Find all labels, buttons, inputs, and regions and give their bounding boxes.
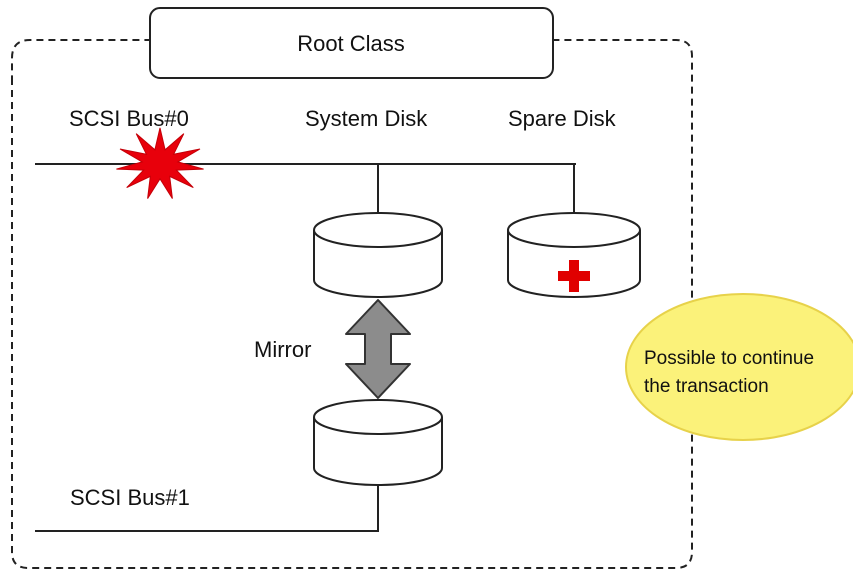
mirror-label: Mirror <box>254 337 311 362</box>
scsi-bus1-label: SCSI Bus#1 <box>70 485 190 510</box>
root-class-box: Root Class <box>149 7 554 79</box>
root-class-label: Root Class <box>297 31 405 56</box>
system-disk-label: System Disk <box>305 106 428 131</box>
callout-line1: Possible to continue <box>644 348 814 369</box>
callout-line2: the transaction <box>644 376 769 397</box>
scsi-bus0-label: SCSI Bus#0 <box>69 106 189 131</box>
system-disk-cylinder <box>313 212 443 298</box>
status-callout-bubble <box>625 293 853 441</box>
failure-burst-icon <box>116 127 204 199</box>
spare-disk-label: Spare Disk <box>508 106 617 131</box>
mirror-arrow-icon <box>345 299 411 399</box>
mirror-disk-cylinder <box>313 399 443 486</box>
plus-icon <box>558 260 590 292</box>
